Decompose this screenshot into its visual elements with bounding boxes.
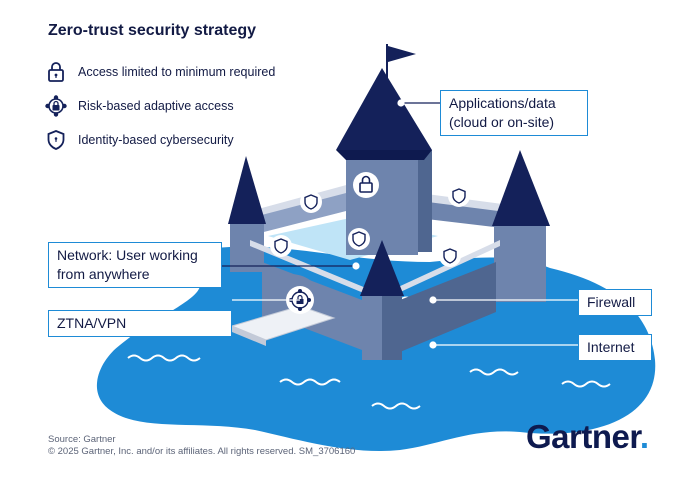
- callout-firewall: Firewall: [578, 289, 652, 316]
- shield-badge-2: [448, 185, 470, 207]
- adaptive-access-icon: [45, 95, 67, 117]
- source-note: Source: Gartner: [48, 434, 116, 445]
- diagram-title: Zero-trust security strategy: [48, 22, 257, 39]
- tower-right: [494, 222, 546, 302]
- callout-internet: Internet: [578, 334, 652, 361]
- tower-left-roof: [228, 156, 266, 224]
- callout-ztna: ZTNA/VPN: [48, 310, 232, 337]
- brand-dot: .: [639, 418, 649, 455]
- shield-badge-3: [270, 235, 292, 257]
- legend-label-lock: Access limited to minimum required: [78, 65, 276, 79]
- callout-applications: Applications/data (cloud or on-site): [440, 90, 588, 136]
- callout-applications-line1: Applications/data: [449, 95, 556, 111]
- copyright-note: © 2025 Gartner, Inc. and/or its affiliat…: [48, 446, 356, 457]
- shield-badge-1: [300, 191, 322, 213]
- tower-front-roof: [360, 240, 404, 296]
- keep-roof-rim: [336, 150, 432, 160]
- callout-network: Network: User working from anywhere: [48, 242, 222, 288]
- callout-applications-line2: (cloud or on-site): [449, 114, 555, 130]
- legend-label-shield: Identity-based cybersecurity: [78, 133, 234, 147]
- keep-roof: [336, 68, 432, 150]
- legend-item-lock: Access limited to minimum required: [44, 60, 275, 84]
- callout-network-line1: Network: User working: [57, 247, 198, 263]
- callout-network-line2: from anywhere: [57, 266, 150, 282]
- shield-icon: [47, 130, 65, 150]
- shield-badge-4: [348, 228, 370, 250]
- wall-walk-front-right: [396, 240, 500, 294]
- leader-lines: [196, 99, 580, 349]
- gartner-logo: Gartner.: [526, 418, 649, 456]
- lock-icon: [48, 62, 64, 82]
- legend-item-shield: Identity-based cybersecurity: [44, 128, 234, 152]
- drawbridge-edge: [232, 326, 266, 346]
- flag: [388, 46, 416, 62]
- keep-side: [418, 150, 432, 252]
- legend-item-adaptive-access: Risk-based adaptive access: [44, 94, 234, 118]
- legend-label-adaptive-access: Risk-based adaptive access: [78, 99, 234, 113]
- brand-name: Gartner: [526, 418, 640, 455]
- keep-lock-badge: [353, 172, 379, 198]
- shield-badge-5: [439, 245, 461, 267]
- water-waves: [127, 296, 611, 410]
- tower-front-shade: [382, 292, 402, 360]
- front-wall-right: [400, 262, 496, 352]
- tower-right-roof: [492, 150, 550, 226]
